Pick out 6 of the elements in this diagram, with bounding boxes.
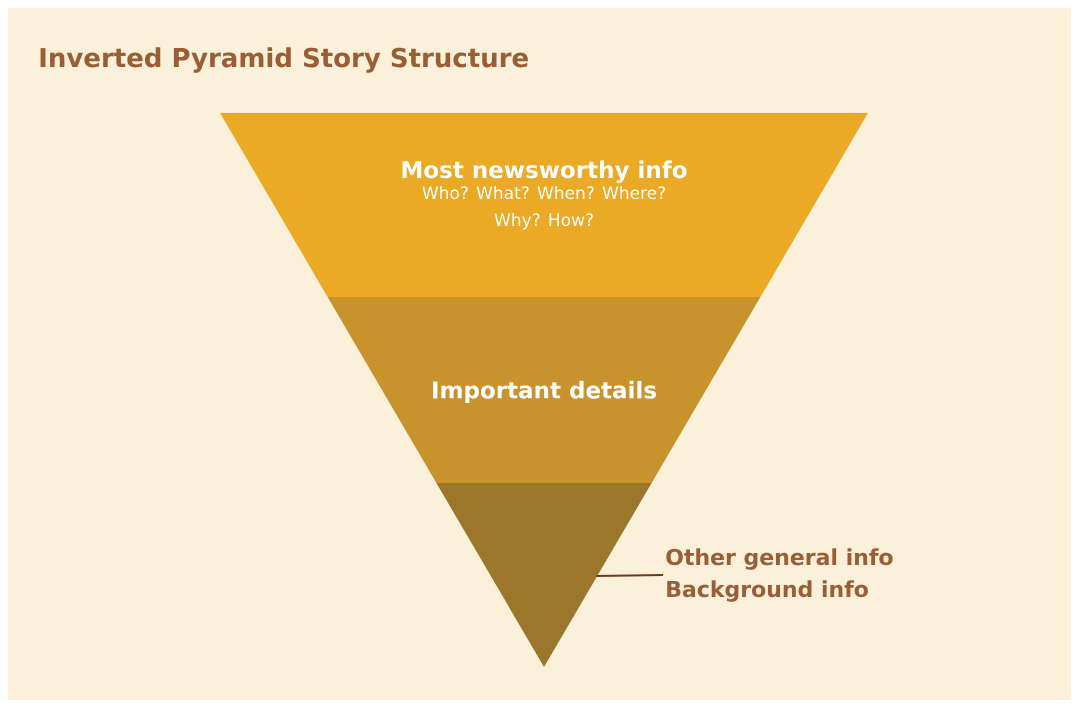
- title: Inverted Pyramid Story Structure: [40, 47, 528, 73]
- pyramid-tip: [436, 483, 652, 667]
- pyramid-band: Most newsworthy info Who? What? When? Where? Why? How?: [220, 113, 868, 297]
- leader-line: [595, 574, 664, 577]
- pyramid-band: Important details: [327, 297, 761, 483]
- side-note: Other general info Background info: [666, 548, 893, 602]
